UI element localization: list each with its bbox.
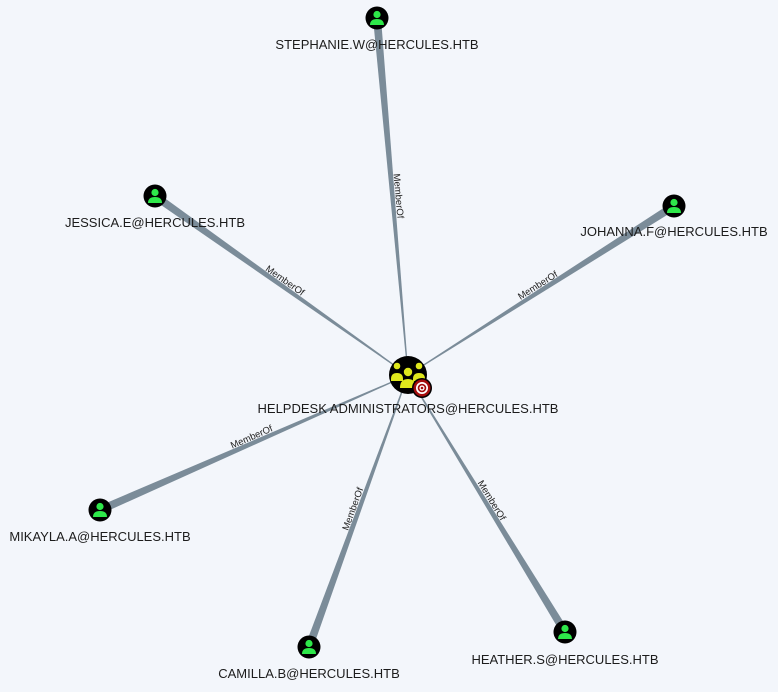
user-node-mikayla[interactable]: MIKAYLA.A@HERCULES.HTB: [9, 498, 191, 545]
edge-label: MemberOf: [391, 173, 406, 219]
edge-line[interactable]: [152, 192, 409, 376]
node-label: JOHANNA.F@HERCULES.HTB: [580, 224, 767, 239]
user-node-stephanie[interactable]: STEPHANIE.W@HERCULES.HTB: [275, 6, 479, 53]
node-label: MIKAYLA.A@HERCULES.HTB: [9, 529, 190, 544]
target-icon: [412, 378, 432, 398]
user-node-heather[interactable]: HEATHER.S@HERCULES.HTB: [471, 620, 659, 668]
edge-line[interactable]: [305, 374, 409, 649]
edge-label: MemberOf: [263, 264, 306, 299]
edge-line[interactable]: [407, 202, 677, 376]
node-label: HELPDESK ADMINISTRATORS@HERCULES.HTB: [258, 401, 559, 416]
group-node-helpdesk[interactable]: HELPDESK ADMINISTRATORS@HERCULES.HTB: [258, 356, 559, 416]
node-label: HEATHER.S@HERCULES.HTB: [471, 652, 658, 667]
group-icon: [389, 356, 427, 394]
node-label: CAMILLA.B@HERCULES.HTB: [218, 666, 400, 681]
edge-label: MemberOf: [475, 479, 508, 523]
user-icon: [365, 6, 389, 30]
edge-line[interactable]: [98, 374, 409, 514]
user-node-camilla[interactable]: CAMILLA.B@HERCULES.HTB: [218, 635, 400, 682]
edge-line[interactable]: [373, 17, 409, 376]
node-label: JESSICA.E@HERCULES.HTB: [65, 215, 245, 230]
user-node-johanna[interactable]: JOHANNA.F@HERCULES.HTB: [580, 194, 768, 240]
edge-line[interactable]: [407, 374, 569, 635]
user-node-jessica[interactable]: JESSICA.E@HERCULES.HTB: [65, 184, 245, 231]
user-icon: [662, 194, 686, 218]
edge-memberof-stephanie[interactable]: MemberOf: [373, 17, 409, 376]
user-icon: [297, 635, 321, 659]
edge-label: MemberOf: [516, 269, 560, 303]
user-icon: [143, 184, 167, 208]
user-icon: [88, 498, 112, 522]
node-label: STEPHANIE.W@HERCULES.HTB: [275, 37, 478, 52]
user-icon: [553, 620, 577, 644]
